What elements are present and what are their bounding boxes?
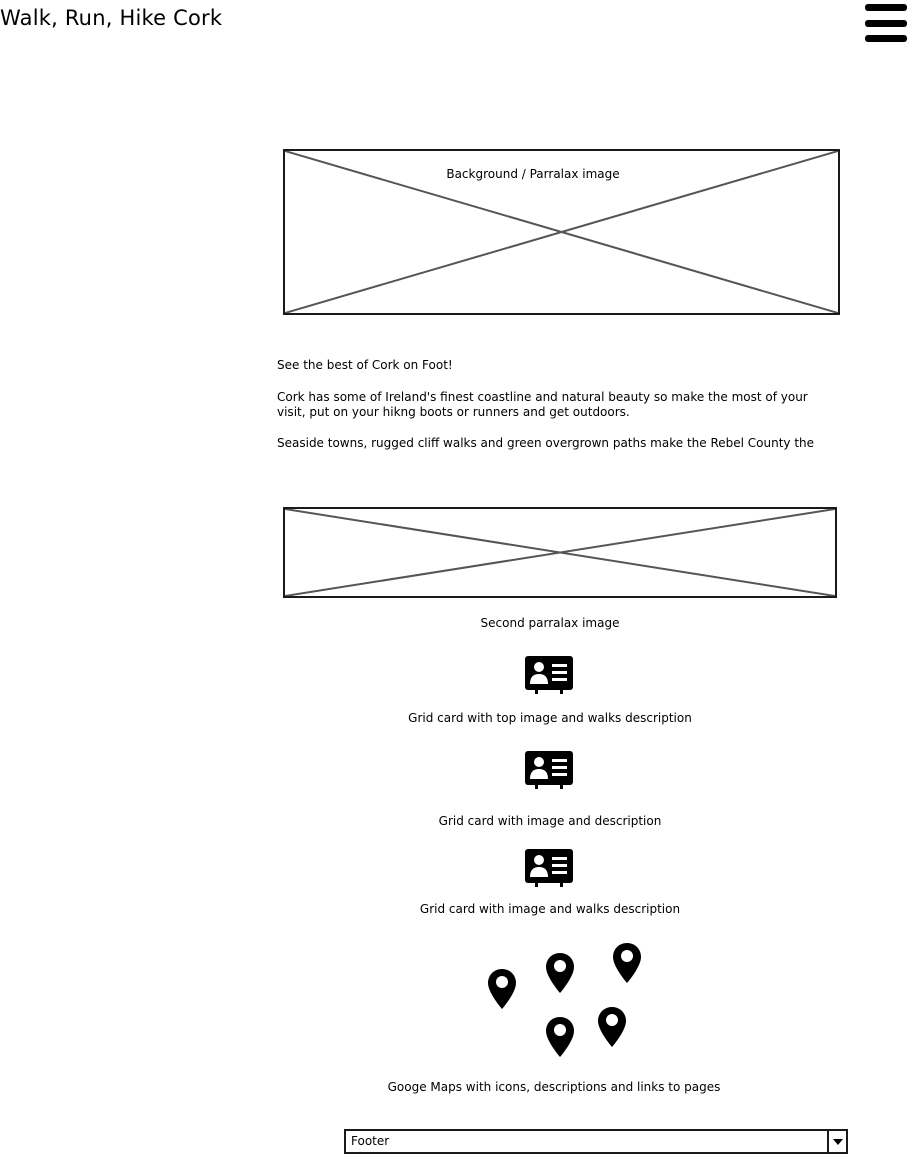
intro-paragraph-2: Seaside towns, rugged cliff walks and gr… — [277, 436, 815, 450]
menu-bar — [865, 4, 907, 11]
intro-heading: See the best of Cork on Foot! — [277, 358, 453, 372]
intro-paragraph-1: Cork has some of Ireland's finest coastl… — [277, 390, 808, 419]
map-pin-icon[interactable] — [545, 1016, 575, 1058]
card-1-label: Grid card with top image and walks descr… — [408, 711, 692, 725]
contact-card-icon — [525, 751, 573, 789]
footer-dropdown[interactable]: Footer — [344, 1129, 848, 1154]
site-title: Walk, Run, Hike Cork — [0, 6, 223, 30]
hero-image-label: Background / Parralax image — [446, 167, 620, 181]
contact-card-icon — [525, 656, 573, 694]
map-pin-icon[interactable] — [612, 942, 642, 984]
card-3-label: Grid card with image and walks descripti… — [419, 902, 681, 916]
second-image-placeholder — [283, 507, 837, 598]
image-placeholder-cross — [285, 151, 838, 313]
second-image-label: Second parralax image — [480, 616, 620, 630]
map-label: Googe Maps with icons, descriptions and … — [387, 1080, 721, 1094]
menu-bar — [865, 35, 907, 42]
hero-image-placeholder — [283, 149, 840, 315]
map-pin-icon[interactable] — [545, 952, 575, 994]
card-2-label: Grid card with image and description — [438, 814, 662, 828]
map-pin-icon[interactable] — [487, 968, 517, 1010]
footer-dropdown-value: Footer — [351, 1134, 390, 1148]
map-pin-icon[interactable] — [597, 1006, 627, 1048]
hamburger-menu-button[interactable] — [865, 4, 907, 44]
image-placeholder-cross — [285, 509, 835, 596]
contact-card-icon — [525, 849, 573, 887]
menu-bar — [865, 20, 907, 27]
chevron-down-icon[interactable] — [827, 1131, 846, 1152]
